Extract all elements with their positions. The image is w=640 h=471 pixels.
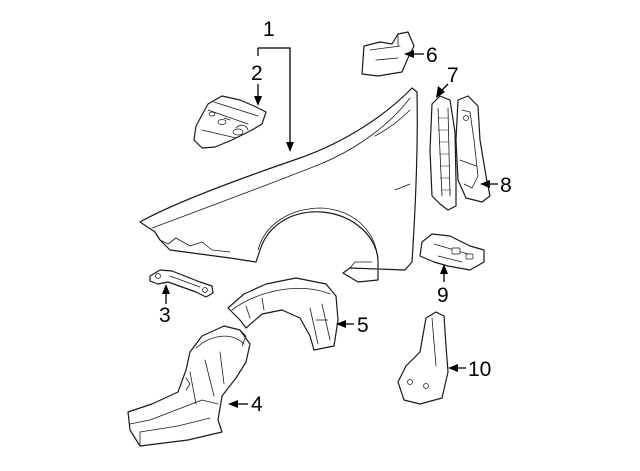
part-10-mud-flap	[397, 311, 449, 405]
part-3-brace	[149, 269, 214, 298]
callout-9: 9	[437, 284, 449, 307]
callout-8: 8	[500, 174, 512, 197]
leader-lines	[162, 47, 498, 408]
part-4-splash-shield	[127, 325, 251, 447]
callout-1: 1	[263, 18, 275, 41]
callout-6: 6	[426, 44, 438, 67]
part-8-bracket	[455, 95, 491, 203]
callout-5: 5	[357, 314, 369, 337]
part-2-insulator	[193, 95, 267, 149]
part-9-bracket	[419, 233, 485, 271]
part-7-filler	[429, 95, 457, 211]
leader-1	[258, 47, 291, 148]
callout-4: 4	[251, 393, 263, 416]
part-1-fender	[139, 87, 418, 283]
callout-labels: 1 2 3 4 5 6 7 8 9 10	[159, 18, 512, 416]
callout-3: 3	[159, 304, 171, 327]
callout-2: 2	[251, 62, 263, 85]
part-5-wheelhouse-liner	[227, 277, 339, 351]
part-6-seal	[361, 31, 415, 77]
callout-7: 7	[447, 64, 459, 87]
callout-10: 10	[468, 358, 491, 381]
